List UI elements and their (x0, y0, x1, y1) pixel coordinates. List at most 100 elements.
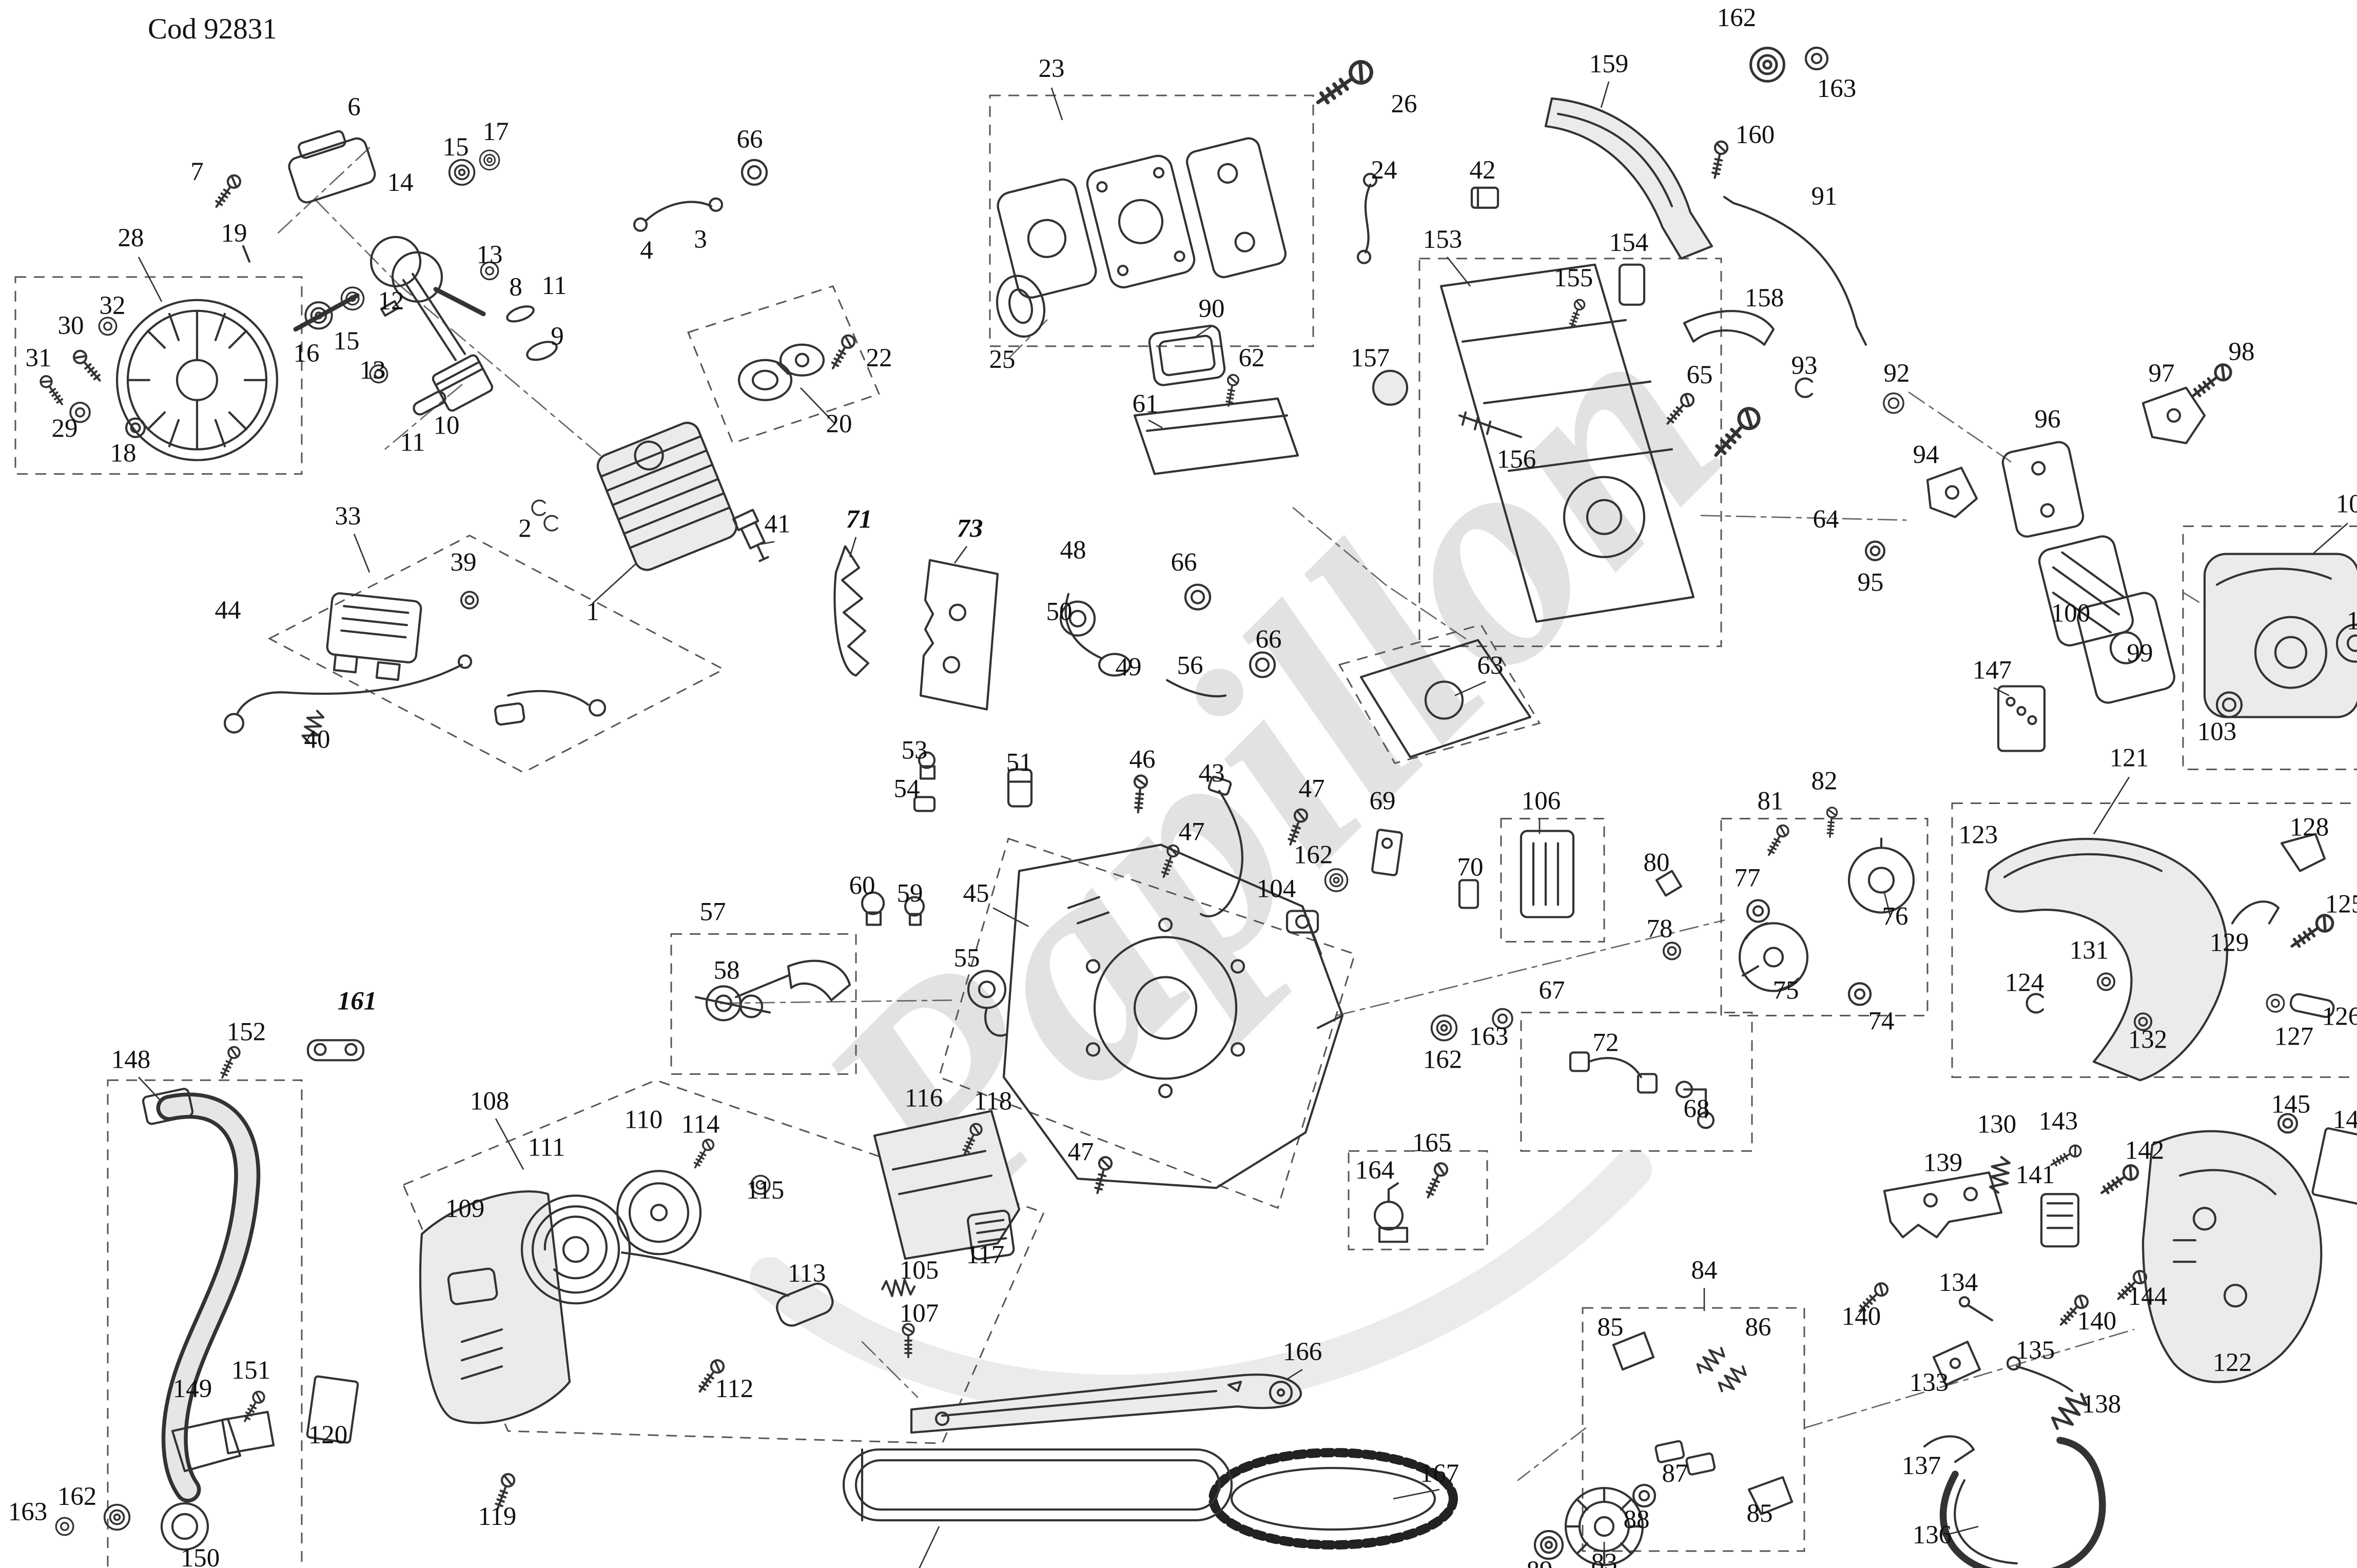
wire-43-drawing (1199, 775, 1243, 917)
part-number-label-42: 42 (1470, 156, 1496, 185)
clip-42-drawing (1470, 186, 1499, 209)
front-handle-drawing (142, 1088, 275, 1551)
part-number-label-56: 56 (1177, 652, 1203, 680)
part-number-label-154: 154 (1609, 228, 1648, 257)
part-number-label-46: 46 (1129, 746, 1156, 774)
part-number-label-166: 166 (1283, 1338, 1322, 1366)
spark-plug-drawing (732, 508, 769, 562)
part-number-label-57: 57 (700, 897, 726, 926)
part-number-label-29: 29 (52, 415, 78, 443)
part-number-label-75: 75 (1773, 976, 1799, 1005)
part-number-label-129: 129 (2210, 928, 2249, 957)
part-number-label-82: 82 (1811, 767, 1838, 796)
part-number-label-157: 157 (1351, 344, 1390, 373)
part-number-label-1: 1 (586, 598, 599, 626)
part-number-label-53: 53 (902, 736, 928, 765)
part-number-label-67: 67 (1539, 976, 1565, 1005)
part-number-label-116: 116 (905, 1084, 943, 1112)
fuel-line-drawing (1059, 593, 1227, 698)
part-number-label-2: 2 (518, 515, 532, 543)
part-number-label-14: 14 (387, 168, 414, 197)
part-number-label-12: 12 (378, 287, 404, 316)
part-number-label-137: 137 (1902, 1452, 1941, 1480)
part-number-label-41: 41 (765, 510, 791, 539)
part-number-label-114: 114 (681, 1110, 720, 1139)
cover-61-drawing (1133, 397, 1299, 475)
knob-102-drawing (2335, 623, 2357, 663)
part-number-label-8: 8 (509, 273, 522, 302)
crankcase-drawing (1002, 844, 1344, 1189)
part-number-label-58: 58 (714, 956, 740, 985)
filter-element-drawing (2038, 535, 2134, 646)
strap-24-drawing (1356, 172, 1378, 264)
pin-drawing (242, 245, 251, 263)
part-number-label-119: 119 (478, 1502, 517, 1531)
part-number-label-94: 94 (1913, 441, 1939, 469)
part-number-label-163: 163 (1817, 74, 1856, 103)
filter-base-drawing (2077, 592, 2175, 704)
plate-96-drawing (2001, 441, 2085, 538)
part-number-label-102: 102 (2347, 607, 2357, 636)
part-number-label-6: 6 (347, 93, 361, 122)
part-number-label-69: 69 (1370, 787, 1396, 815)
felling-dog-drawing (919, 559, 999, 711)
part-number-label-81: 81 (1758, 787, 1784, 815)
part-number-label-9: 9 (551, 322, 564, 351)
part-number-label-162: 162 (1294, 840, 1333, 869)
part-number-label-22: 22 (866, 344, 892, 373)
bulb-60-drawing (861, 891, 885, 926)
part-number-label-47: 47 (1179, 817, 1205, 846)
part-number-label-47: 47 (1299, 774, 1325, 803)
chain-drawing (1209, 1448, 1458, 1550)
part-number-label-134: 134 (1939, 1268, 1978, 1297)
part-number-label-76: 76 (1882, 902, 1908, 931)
part-number-label-107: 107 (900, 1299, 939, 1328)
part-number-label-26: 26 (1391, 90, 1417, 119)
part-number-label-50: 50 (1046, 598, 1073, 626)
part-number-label-92: 92 (1884, 359, 1910, 388)
part-number-label-144: 144 (2128, 1282, 2167, 1311)
cylinder-drawing (596, 421, 738, 571)
part-number-label-51: 51 (1006, 749, 1033, 777)
spacer-70-drawing (1458, 879, 1479, 909)
part-number-label-120: 120 (308, 1421, 347, 1449)
cap-55-drawing (967, 970, 1008, 1037)
part-number-label-90: 90 (1199, 295, 1225, 323)
part-number-label-111: 111 (528, 1133, 566, 1162)
handlebar-drawing (1984, 838, 2228, 1082)
part-number-label-70: 70 (1457, 853, 1484, 881)
shroud-drawing (873, 1110, 1021, 1261)
clutch-75-drawing (1738, 922, 1809, 992)
part-number-label-147: 147 (1973, 656, 2012, 685)
part-number-label-100: 100 (2051, 599, 2090, 628)
muffler-drawing (996, 137, 1287, 338)
part-number-label-25: 25 (989, 345, 1016, 374)
part-number-label-140: 140 (1842, 1302, 1881, 1331)
part-number-label-101: 101 (2336, 490, 2357, 519)
card-120-drawing (306, 1375, 359, 1444)
side-cover-drawing (2141, 1130, 2323, 1383)
assembly-group-boxes (14, 94, 2357, 1568)
filter-cover-drawing (2203, 553, 2357, 718)
part-number-label-130: 130 (1977, 1110, 2016, 1139)
part-number-label-124: 124 (2005, 968, 2044, 997)
part-number-label-65: 65 (1687, 361, 1713, 389)
part-number-label-13: 13 (477, 241, 503, 269)
pawl-85-drawing (1747, 1476, 1794, 1516)
part-number-label-96: 96 (2035, 405, 2061, 434)
part-number-label-163: 163 (1469, 1022, 1508, 1051)
part-number-label-165: 165 (1412, 1128, 1451, 1157)
guide-bar-drawing (910, 1374, 1302, 1434)
part-number-label-163: 163 (8, 1498, 47, 1526)
part-number-label-115: 115 (746, 1176, 785, 1205)
part-number-label-112: 112 (715, 1375, 754, 1403)
oiler-51-drawing (1007, 768, 1033, 808)
clip-80-drawing (1655, 870, 1683, 897)
part-number-label-13: 13 (360, 356, 386, 385)
part-number-label-19: 19 (221, 219, 247, 248)
part-number-label-108: 108 (470, 1087, 509, 1115)
part-number-label-62: 62 (1239, 344, 1265, 373)
part-number-label-153: 153 (1423, 225, 1462, 254)
part-number-label-140: 140 (2077, 1307, 2116, 1336)
